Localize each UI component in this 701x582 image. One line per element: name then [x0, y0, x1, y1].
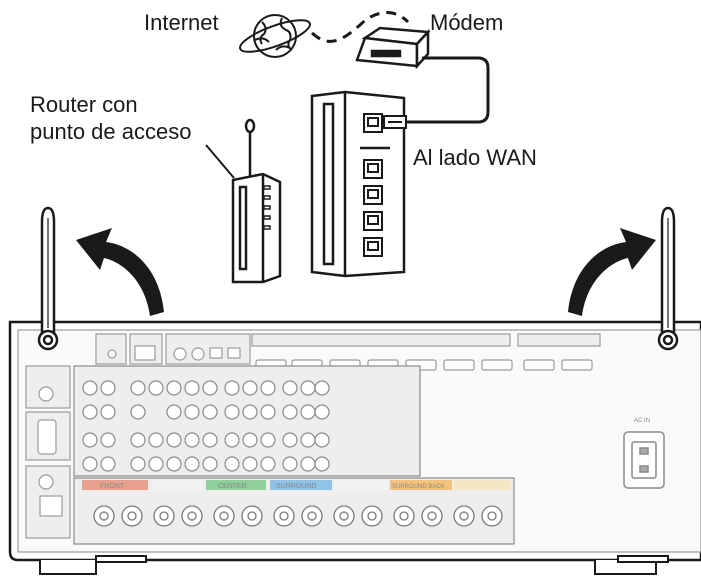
receiver-feet: [39, 555, 669, 575]
router-label-line2: punto de acceso: [30, 119, 192, 144]
left-io-section: [25, 365, 71, 539]
surround-back-band-label: SURROUND BACK: [392, 484, 445, 490]
wan-cable: [404, 56, 490, 124]
surround-band-label: SURROUND: [276, 483, 316, 490]
antenna-raise-arrow-right: [568, 228, 656, 316]
front-band-label: FRONT: [100, 483, 125, 490]
center-color-band: [206, 480, 266, 490]
ac-inlet: [623, 431, 665, 489]
wan-side-label: Al lado WAN: [413, 145, 537, 170]
audio-input-jacks: [73, 365, 421, 477]
router-lan-ports: [363, 113, 383, 257]
antenna-left: [37, 206, 59, 351]
ac-in-label: AC IN: [634, 418, 650, 424]
modem-label: Módem: [430, 10, 504, 35]
center-band-label: CENTER: [218, 483, 247, 490]
wireless-router-icon: [231, 118, 282, 284]
network-port-section: [95, 333, 251, 365]
surround-color-band: [270, 480, 332, 490]
antenna-right: [657, 206, 679, 351]
ethernet-plug-icon: [383, 115, 407, 129]
router-label-line1: Router con: [30, 92, 138, 117]
modem-icon: [355, 26, 431, 70]
internet-label: Internet: [144, 10, 219, 35]
internet-connection-line: [310, 11, 410, 43]
surround-back-color-band: [390, 480, 452, 490]
internet-globe-icon: [239, 14, 311, 58]
speaker-terminals-section: [73, 477, 515, 545]
front-color-band: [82, 480, 148, 490]
antenna-raise-arrow-left: [76, 228, 164, 316]
